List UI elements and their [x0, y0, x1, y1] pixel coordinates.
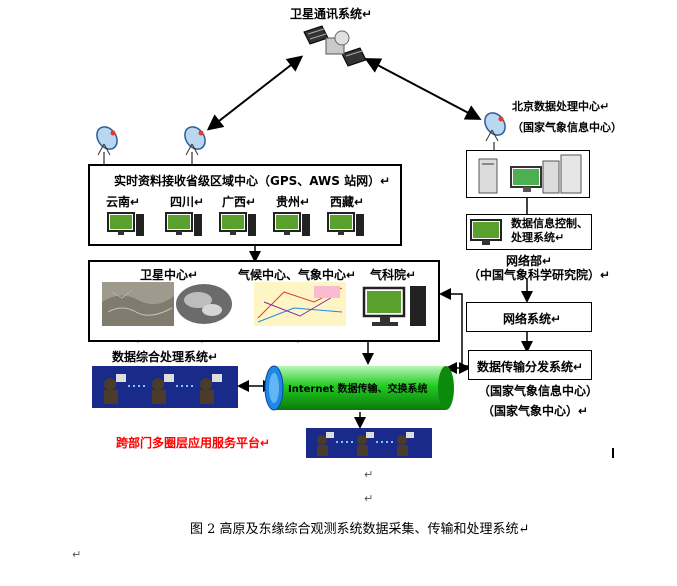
distribution-org2: （国家气象中心）↵	[482, 404, 589, 418]
edge-marker	[612, 448, 614, 458]
internet-pipe	[264, 365, 454, 411]
operator-panel-processing	[92, 366, 238, 408]
academy-label: 气科院↵	[370, 268, 417, 282]
computer-icon	[164, 212, 204, 238]
processing-system-label: 数据综合处理系统↵	[112, 350, 219, 364]
internet-label: Internet 数据传输、交换系统	[288, 384, 428, 395]
distribution-org1: （国家气象信息中心）	[478, 384, 599, 398]
province-box-title: 实时资料接收省级区域中心（GPS、AWS 站网）↵	[114, 174, 391, 188]
figure-caption: 图 2 高原及东缘综合观测系统数据采集、传输和处理系统↵	[190, 522, 530, 537]
link-satellite-dishes	[206, 55, 304, 131]
climate-center-label: 气候中心、气象中心↵	[238, 268, 357, 282]
network-system-label: 网络系统↵	[503, 312, 562, 326]
dish-icon	[480, 112, 510, 142]
province-sichuan: 四川↵	[170, 195, 205, 209]
computer-icon	[218, 212, 258, 238]
distribution-label: 数据传输分发系统↵	[477, 360, 584, 374]
link-satellite-beijing	[364, 58, 482, 120]
satellite-center-label: 卫星中心↵	[140, 268, 199, 282]
computer-icon	[326, 212, 366, 238]
network-dept-subtitle: （中国气象科学研究院）↵	[468, 268, 611, 282]
province-guizhou: 贵州↵	[276, 195, 311, 209]
beijing-server-group	[466, 150, 590, 198]
paragraph-mark: ↵	[364, 468, 374, 481]
dish-icon	[180, 126, 210, 156]
satellite-cloud-image	[174, 282, 234, 326]
climate-map-image	[254, 282, 346, 326]
paragraph-mark: ↵	[72, 548, 82, 561]
computer-icon	[470, 219, 502, 245]
distribution-box: 数据传输分发系统↵	[468, 350, 592, 380]
satellite-label: 卫星通讯系统↵	[290, 7, 373, 21]
academy-computer-icon	[360, 284, 432, 328]
platform-label: 跨部门多圈层应用服务平台↵	[116, 436, 271, 450]
paragraph-mark: ↵	[364, 492, 374, 505]
province-guangxi: 广西↵	[222, 195, 257, 209]
network-system-box: 网络系统↵	[466, 302, 592, 332]
dish-icon	[92, 126, 122, 156]
network-dept-title: 网络部↵	[506, 254, 553, 268]
server-cluster-icon	[478, 154, 582, 194]
control-system-box: 数据信息控制、处理系统↵	[466, 214, 592, 250]
province-xizang: 西藏↵	[330, 195, 365, 209]
province-yunnan: 云南↵	[106, 195, 141, 209]
computer-icon	[272, 212, 312, 238]
control-system-label: 数据信息控制、处理系统↵	[511, 217, 588, 244]
computer-icon	[106, 212, 146, 238]
beijing-title: 北京数据处理中心↵	[512, 100, 610, 113]
operator-panel-platform	[306, 428, 432, 458]
terrain-map-image	[102, 282, 174, 326]
beijing-subtitle: （国家气象信息中心）	[512, 121, 622, 134]
satellite-icon	[300, 24, 368, 68]
